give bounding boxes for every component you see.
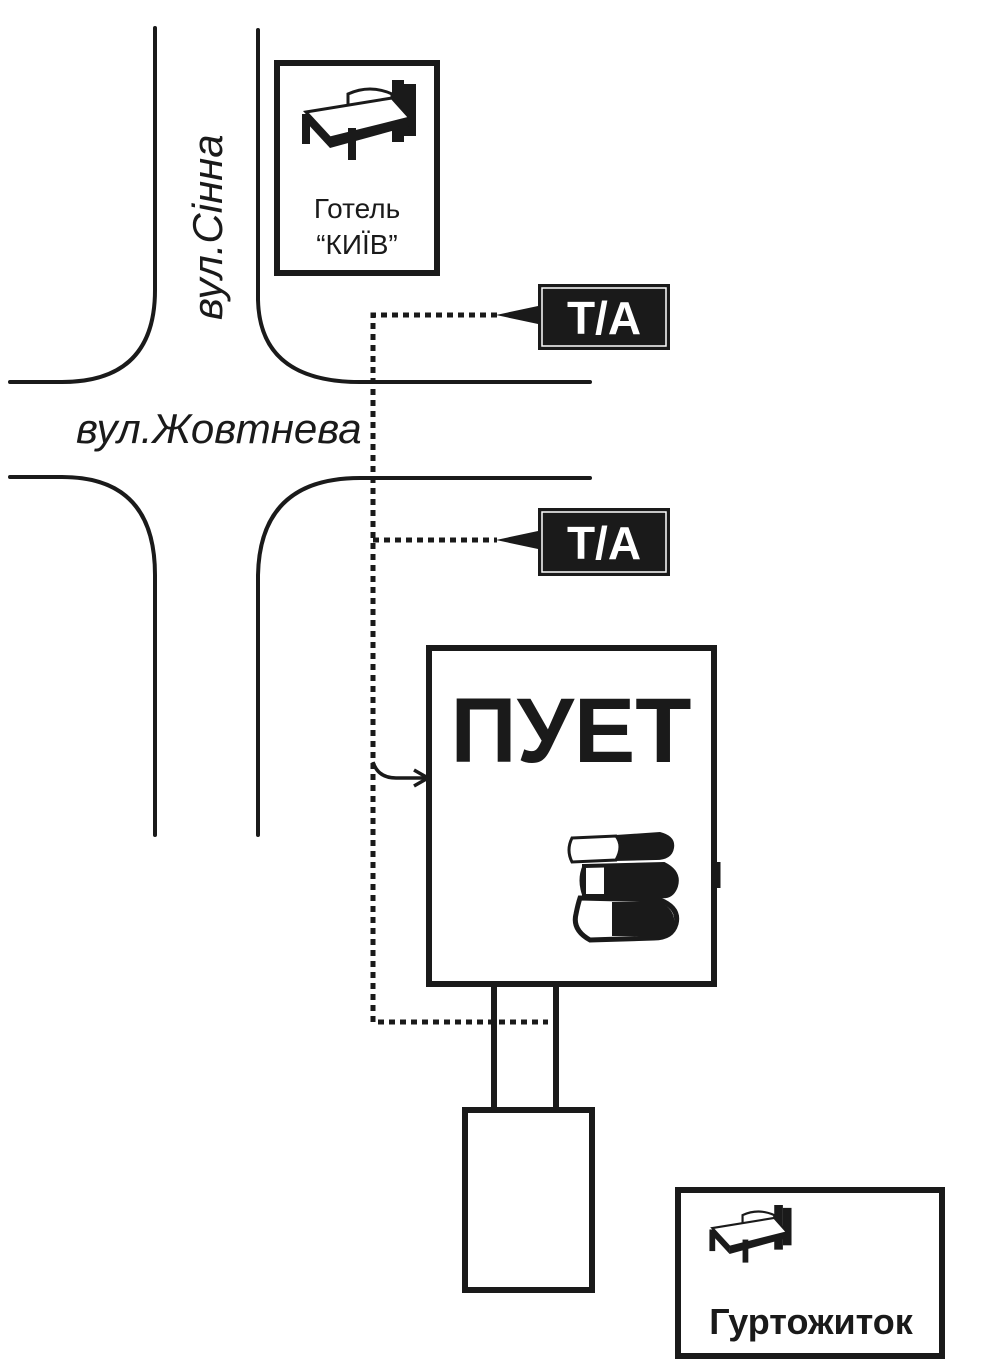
walking-route [370, 312, 548, 1025]
zhovtneva-lower-left-curb [8, 475, 157, 837]
hotel-sign: Готель “КИЇВ” [274, 60, 440, 276]
stop-2-badge [538, 508, 670, 576]
stop-1-label: Т/А [567, 292, 641, 344]
books-icon [567, 832, 680, 943]
transport-stop-1: Т/А [496, 284, 670, 350]
bed-icon [302, 80, 416, 160]
dormitory-name: Гуртожиток [709, 1301, 914, 1342]
university-name: ПУЕТ [451, 680, 692, 782]
university-frame [426, 645, 717, 987]
route-main [370, 312, 548, 1025]
dormitory-frame [675, 1187, 945, 1359]
hotel-name-line1: Готель [314, 193, 400, 224]
stop-1-badge [538, 284, 670, 350]
stop-2-label: Т/А [567, 517, 641, 569]
zhovtneva-lower-right-curb [256, 476, 592, 837]
sinna-upper-right-curb [256, 28, 592, 384]
annex-building [462, 1107, 595, 1293]
transport-stop-2: Т/А [496, 508, 670, 576]
street-name-sinna: вул.Сінна [184, 134, 231, 320]
bed-icon [709, 1205, 792, 1263]
sinna-upper-left-curb [8, 26, 157, 384]
street-name-zhovtneva: вул.Жовтнева [76, 405, 362, 452]
dormitory-sign: Гуртожиток [675, 1187, 945, 1359]
university-building: ПУЕТ [426, 645, 721, 987]
arrow-left-icon [496, 306, 538, 324]
hotel-name-line2: “КИЇВ” [316, 229, 398, 260]
streets [8, 26, 592, 837]
arrow-left-icon [496, 531, 538, 549]
passage [491, 985, 559, 1108]
arrow-right-icon [371, 761, 432, 788]
